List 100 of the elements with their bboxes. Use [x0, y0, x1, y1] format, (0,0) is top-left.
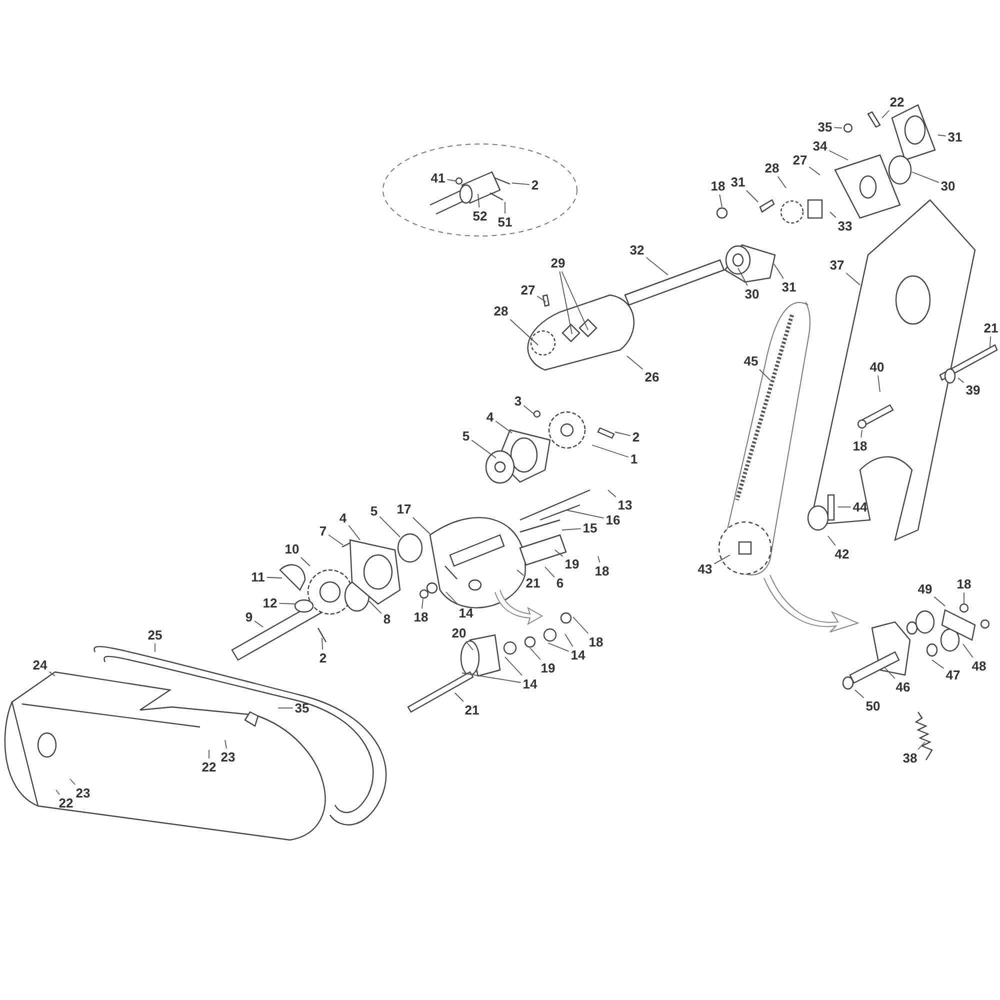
leader-line [512, 182, 530, 185]
callout-number: 2 [530, 178, 540, 192]
leader-line [348, 524, 360, 540]
leader-line [322, 638, 324, 650]
leader-line [714, 554, 730, 564]
leader-line [48, 671, 56, 676]
callout-number: 5 [461, 428, 471, 444]
callout-number: 30 [940, 178, 956, 194]
callout-number: 44 [852, 500, 868, 514]
leader-line [412, 517, 430, 534]
callout-number: 48 [970, 658, 988, 674]
callout-number: 18 [956, 576, 972, 592]
callout-number: 35 [294, 700, 310, 716]
callout-number: 26 [644, 370, 660, 384]
callout-number: 19 [540, 660, 556, 676]
leader-line [564, 634, 574, 647]
callout-number: 4 [485, 410, 495, 424]
callout-number: 31 [780, 280, 798, 294]
leader-line [938, 134, 946, 136]
callout-number: 27 [792, 152, 808, 168]
callout-number: 52 [472, 208, 488, 224]
leader-line [516, 570, 524, 576]
callout-number: 22 [200, 760, 218, 774]
callout-number: 47 [944, 668, 962, 682]
leader-line [154, 643, 156, 652]
leader-line [471, 440, 496, 458]
callout-number: 17 [396, 502, 412, 516]
callout-number: 32 [628, 242, 646, 258]
callout-number: 40 [868, 360, 886, 374]
leader-line [56, 790, 60, 795]
callout-number: 31 [730, 174, 746, 190]
leader-line [884, 668, 896, 679]
callout-number: 28 [764, 160, 780, 176]
leader-line [224, 740, 227, 749]
callout-number: 28 [492, 304, 510, 318]
callout-number: 12 [262, 596, 278, 610]
leader-line [962, 644, 974, 658]
leader-line [646, 257, 668, 276]
callout-number: 25 [146, 628, 164, 642]
callout-number: 9 [244, 610, 254, 624]
leader-line [566, 510, 604, 518]
leader-line [990, 336, 991, 348]
leader-line [422, 598, 424, 609]
callout-number: 7 [318, 524, 328, 538]
callout-number: 19 [564, 556, 580, 572]
callout-number: 14 [570, 648, 586, 662]
leader-line [912, 172, 940, 183]
callout-number: 22 [58, 796, 74, 810]
callout-number: 13 [616, 498, 634, 512]
leader-line [554, 550, 564, 557]
leader-line [530, 648, 541, 660]
leader-line [592, 444, 629, 458]
callout-number: 37 [828, 258, 846, 272]
callout-number: 23 [220, 750, 236, 764]
callout-number: 21 [464, 702, 480, 718]
leader-line [504, 202, 506, 214]
callout-number: 49 [916, 582, 934, 596]
callout-number: 8 [382, 612, 392, 626]
leader-line [746, 190, 758, 202]
leader-line [379, 516, 400, 538]
leader-line [504, 656, 523, 676]
leader-line [446, 179, 456, 182]
leader-line [544, 566, 555, 578]
callout-number: 15 [582, 520, 598, 536]
leader-line [719, 194, 722, 208]
callout-number: 24 [32, 658, 48, 672]
callout-number: 6 [555, 576, 565, 590]
callout-number: 43 [696, 562, 714, 576]
leader-line [572, 616, 589, 634]
leader-line [368, 600, 382, 614]
leader-line [462, 672, 522, 683]
leader-line [454, 692, 464, 702]
leader-line [495, 420, 512, 434]
leader-line [478, 194, 480, 208]
leader-line [626, 356, 644, 370]
callout-number: 18 [594, 564, 610, 578]
callout-number: 45 [742, 354, 760, 368]
leader-line [759, 369, 770, 380]
leader-line [882, 110, 890, 118]
leader-line [808, 166, 820, 176]
leader-line [70, 778, 76, 785]
leader-line [860, 430, 862, 438]
callout-number: 34 [812, 138, 828, 154]
leader-line [778, 176, 786, 188]
leader-line [548, 642, 570, 652]
leader-line [266, 576, 282, 578]
leader-line [738, 268, 748, 286]
leader-line [878, 375, 880, 392]
leader-line [559, 271, 572, 334]
leader-line [328, 534, 344, 546]
leader-line [958, 378, 964, 384]
leader-line [918, 742, 926, 750]
leader-line [828, 536, 836, 546]
callout-number: 29 [550, 256, 566, 270]
callout-number: 11 [250, 570, 266, 584]
callout-number: 10 [284, 542, 300, 556]
leader-line [614, 432, 631, 436]
callout-number: 35 [816, 120, 834, 134]
leader-line [774, 264, 784, 279]
callout-number: 42 [834, 546, 850, 562]
